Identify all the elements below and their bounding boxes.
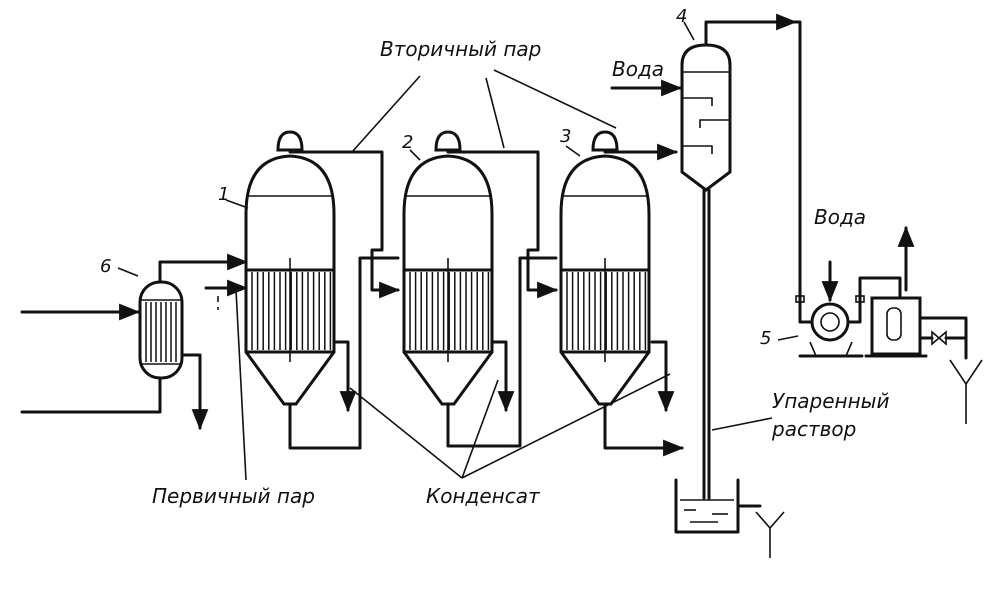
leader-lines [117,21,799,481]
condensate-3 [650,340,675,413]
number-1: 1 [218,184,229,205]
vacuum-pump-5 [795,260,902,358]
heater-6 [138,280,184,380]
evaporated-solution-label-2: раствор [771,417,856,441]
vapour-1-to-2 [288,150,401,299]
separator-tank [864,225,983,424]
number-4: 4 [676,6,687,27]
secondary-steam-label: Вторичный пар [380,37,541,61]
vapour-dome [434,130,462,152]
number-6: 6 [100,256,111,277]
condensate-2 [492,340,515,413]
heating-line-bottom [20,378,162,414]
condensate-label: Конденсат [426,484,541,508]
vapour-2-to-3 [446,150,559,299]
heater-condensate [180,353,209,431]
condensate-1 [334,340,357,413]
solution-2-to-3 [446,256,558,448]
barometric-condenser-4 [680,13,802,500]
water-pump-label: Вода [814,205,866,229]
number-2: 2 [402,132,413,153]
heater-to-ev1 [158,253,249,284]
solution-out [603,402,685,457]
primary-steam-label: Первичный пар [152,484,315,508]
receiver-tank [674,478,785,558]
water-condenser-label: Вода [612,57,664,81]
number-3: 3 [560,126,571,147]
evaporator-1 [244,130,336,406]
vapour-dome [591,130,619,152]
vapour-dome [276,130,304,152]
number-5: 5 [760,328,771,349]
evaporated-solution-label-1: Упаренный [772,389,889,413]
evaporator-3 [559,130,651,406]
solution-1-to-2 [288,256,400,450]
evaporator-2 [402,130,494,406]
